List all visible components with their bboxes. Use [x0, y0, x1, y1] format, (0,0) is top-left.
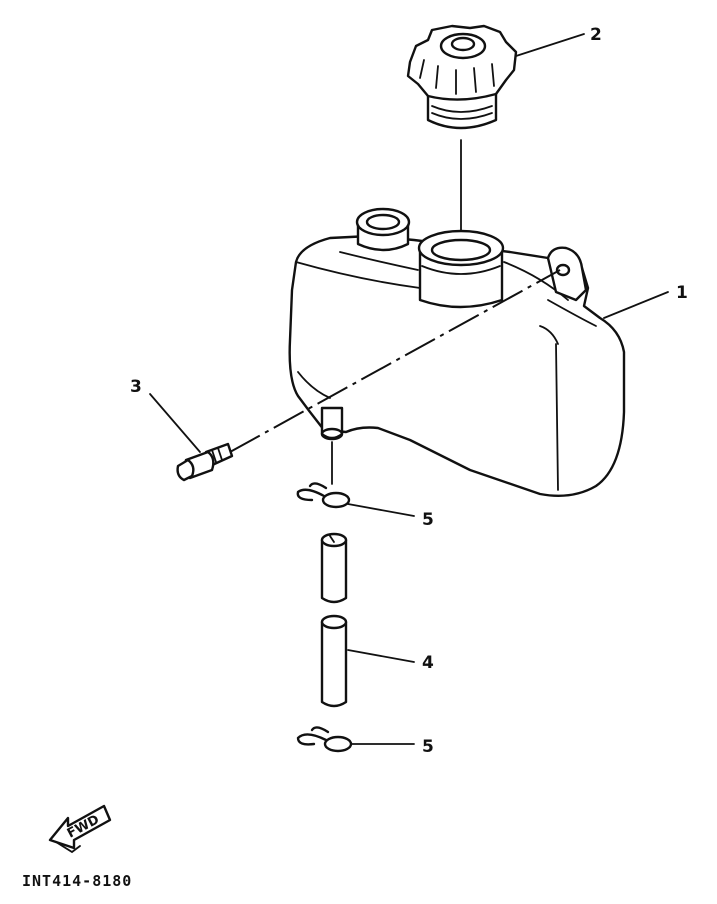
- fwd-arrow-icon: FWD: [48, 804, 112, 854]
- assembly-axis-bolt: [229, 269, 561, 453]
- callout-4: 4: [422, 653, 434, 673]
- fuel-hose: [320, 532, 348, 708]
- tank-cap: [406, 24, 518, 130]
- callout-5-upper: 5: [422, 510, 434, 530]
- hose-clip-upper: [296, 482, 351, 509]
- leader-lines: [149, 33, 669, 745]
- fuel-tank: [288, 207, 626, 497]
- bolt: [176, 442, 234, 482]
- callout-3: 3: [130, 377, 142, 397]
- callout-1: 1: [676, 283, 688, 303]
- drawing-code: INT414-8180: [22, 872, 133, 890]
- callout-5-lower: 5: [422, 737, 434, 757]
- hose-clip-lower: [296, 726, 353, 753]
- callout-2: 2: [590, 25, 602, 45]
